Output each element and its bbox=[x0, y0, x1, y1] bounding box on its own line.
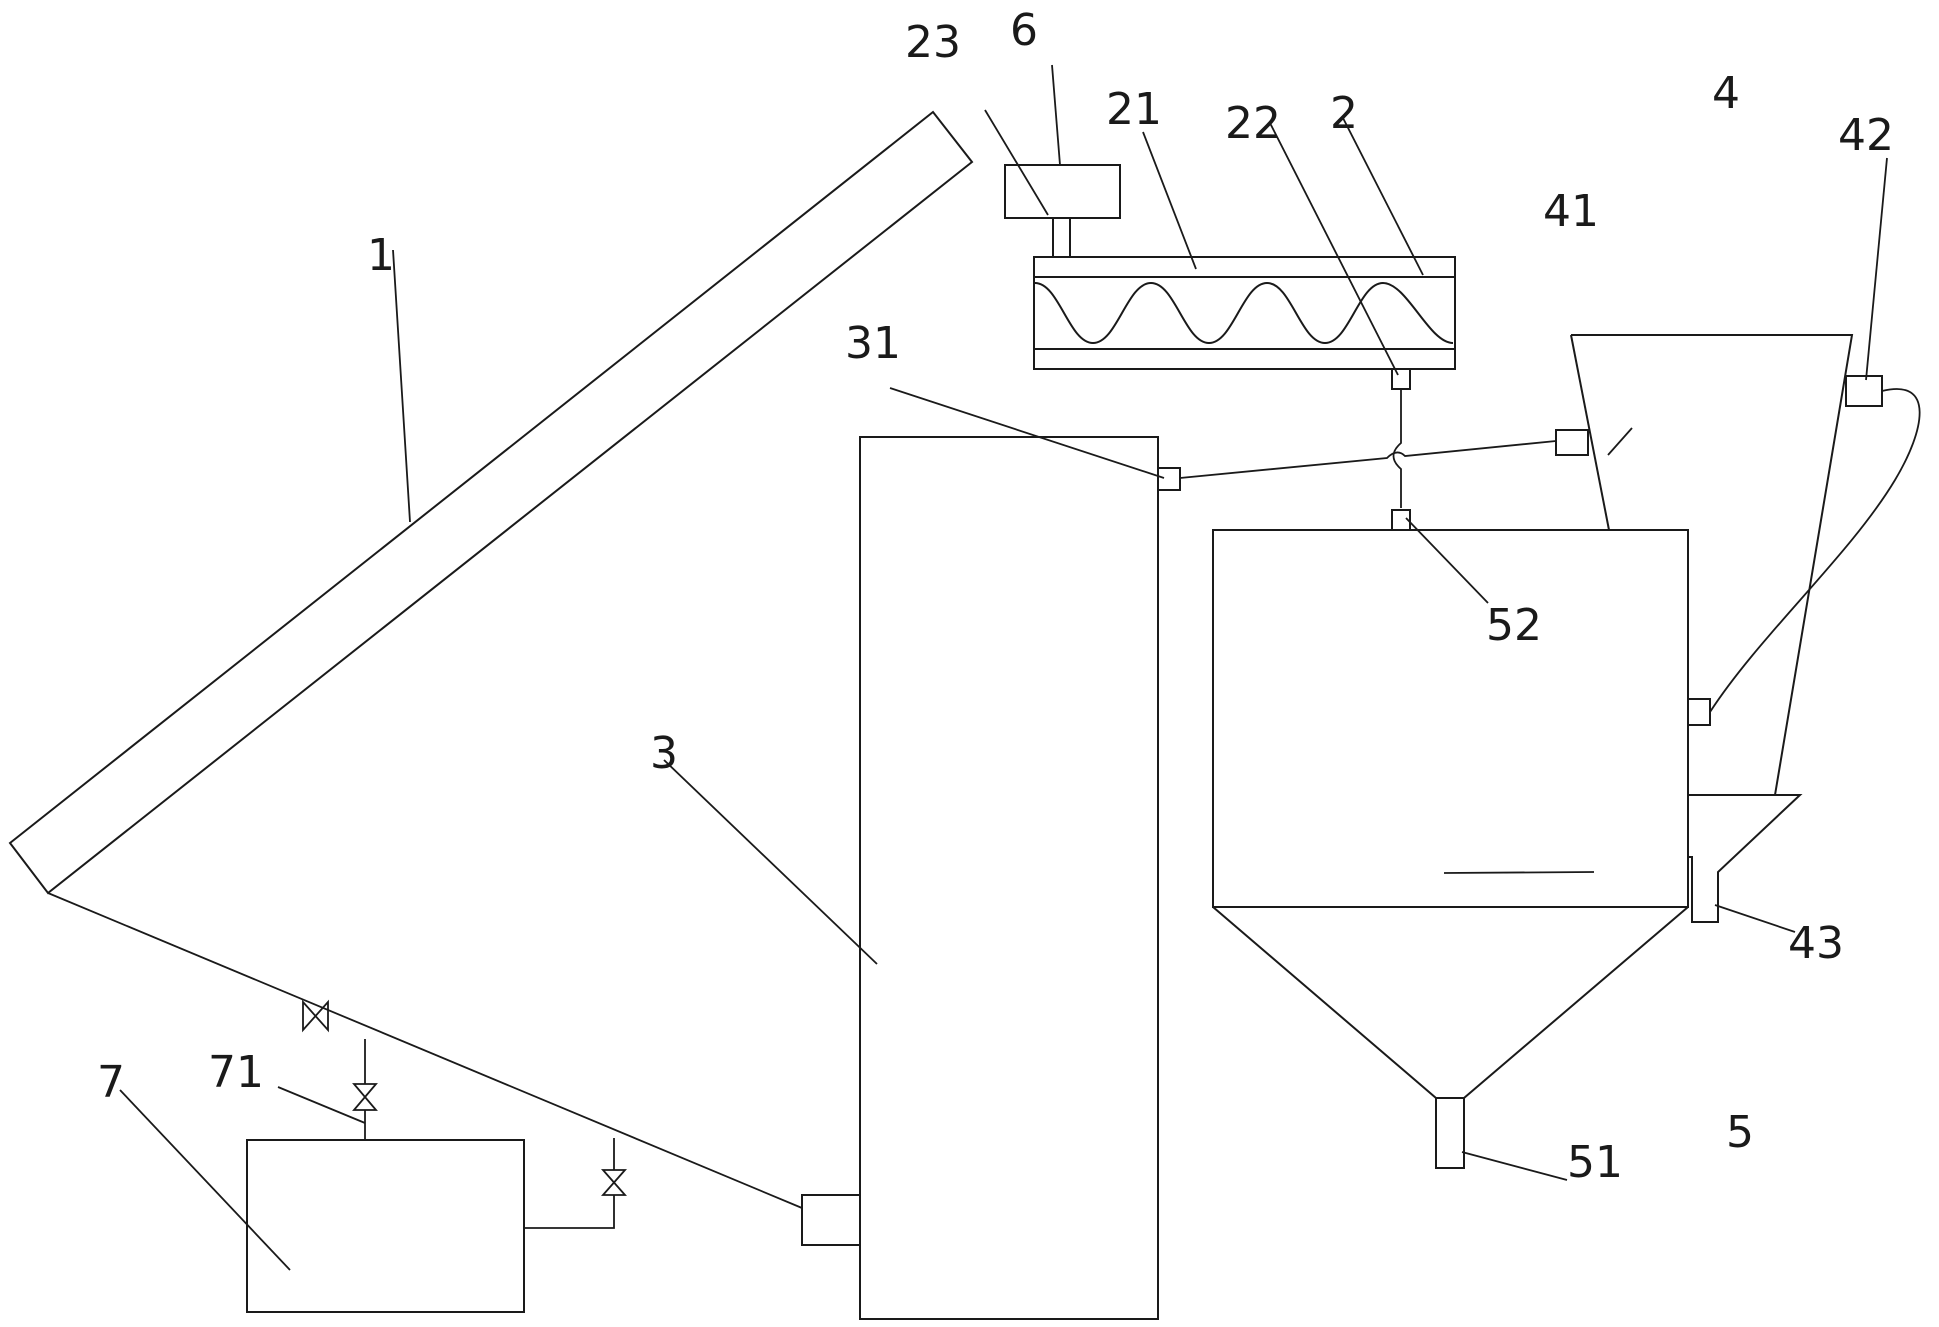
leader-6 bbox=[1051, 64, 1061, 166]
label-2: 2 bbox=[1330, 88, 1358, 139]
label-7: 7 bbox=[97, 1057, 125, 1108]
label-4: 4 bbox=[1712, 68, 1740, 119]
label-1: 1 bbox=[367, 230, 395, 281]
leader-2 bbox=[1342, 117, 1424, 276]
pipe-22-52 bbox=[1392, 389, 1402, 508]
leader-71 bbox=[277, 1086, 366, 1124]
label-52: 52 bbox=[1486, 600, 1542, 651]
vertical-tank-3 bbox=[801, 436, 1181, 1320]
label-43: 43 bbox=[1788, 918, 1844, 969]
hopper-tank-5 bbox=[1212, 509, 1711, 1169]
label-71: 71 bbox=[208, 1047, 264, 1098]
discharge-chute bbox=[1688, 794, 1803, 923]
leader-1 bbox=[392, 249, 411, 523]
outlet-22 bbox=[1391, 368, 1411, 390]
leader-21 bbox=[1142, 131, 1197, 270]
label-5: 5 bbox=[1726, 1107, 1754, 1158]
label-51: 51 bbox=[1567, 1137, 1623, 1188]
leader-22 bbox=[1269, 122, 1399, 376]
main-feed-pipe bbox=[47, 892, 803, 1209]
pipe-31-41 bbox=[1179, 440, 1557, 479]
main-pipe-valve-icon bbox=[302, 999, 329, 1033]
label-42: 42 bbox=[1838, 110, 1894, 161]
leader-42 bbox=[1865, 157, 1888, 381]
port-41 bbox=[1555, 429, 1589, 456]
leader-7 bbox=[119, 1089, 291, 1271]
label-23: 23 bbox=[905, 17, 961, 68]
leader-43 bbox=[1714, 904, 1796, 933]
label-31: 31 bbox=[845, 318, 901, 369]
leader-lines bbox=[119, 64, 1888, 1271]
return-valve-icon bbox=[601, 1169, 627, 1196]
inclined-conveyor-1 bbox=[8, 110, 974, 895]
label-6: 6 bbox=[1010, 5, 1038, 56]
drive-shaft-23 bbox=[1052, 217, 1071, 258]
hose-42 bbox=[1709, 388, 1921, 713]
port-31 bbox=[1157, 467, 1181, 491]
label-21: 21 bbox=[1106, 84, 1162, 135]
label-22: 22 bbox=[1225, 98, 1281, 149]
label-3: 3 bbox=[650, 728, 678, 779]
label-41: 41 bbox=[1543, 186, 1599, 237]
tank-7 bbox=[246, 1139, 525, 1313]
motor-6 bbox=[1004, 164, 1121, 219]
leader-5 bbox=[1443, 871, 1595, 874]
branch-line-71 bbox=[352, 1039, 378, 1140]
leader-3 bbox=[663, 759, 878, 965]
outlet-51 bbox=[1435, 1097, 1465, 1169]
return-line-7 bbox=[524, 1138, 627, 1229]
leader-41 bbox=[1607, 427, 1633, 456]
side-port bbox=[1687, 698, 1711, 726]
inlet-nozzle bbox=[801, 1194, 861, 1246]
branch-valve-71-icon bbox=[352, 1083, 378, 1111]
separator-4 bbox=[1555, 334, 1883, 923]
leader-31 bbox=[889, 387, 1165, 479]
port-42 bbox=[1845, 375, 1883, 407]
leader-51 bbox=[1461, 1151, 1568, 1181]
part-labels: 1 2 3 4 5 6 7 21 22 23 31 41 42 43 51 52… bbox=[97, 5, 1894, 1188]
screw-flight bbox=[1034, 281, 1454, 345]
leader-23 bbox=[984, 109, 1049, 216]
leader-52 bbox=[1405, 517, 1489, 604]
inlet-52 bbox=[1391, 509, 1411, 531]
